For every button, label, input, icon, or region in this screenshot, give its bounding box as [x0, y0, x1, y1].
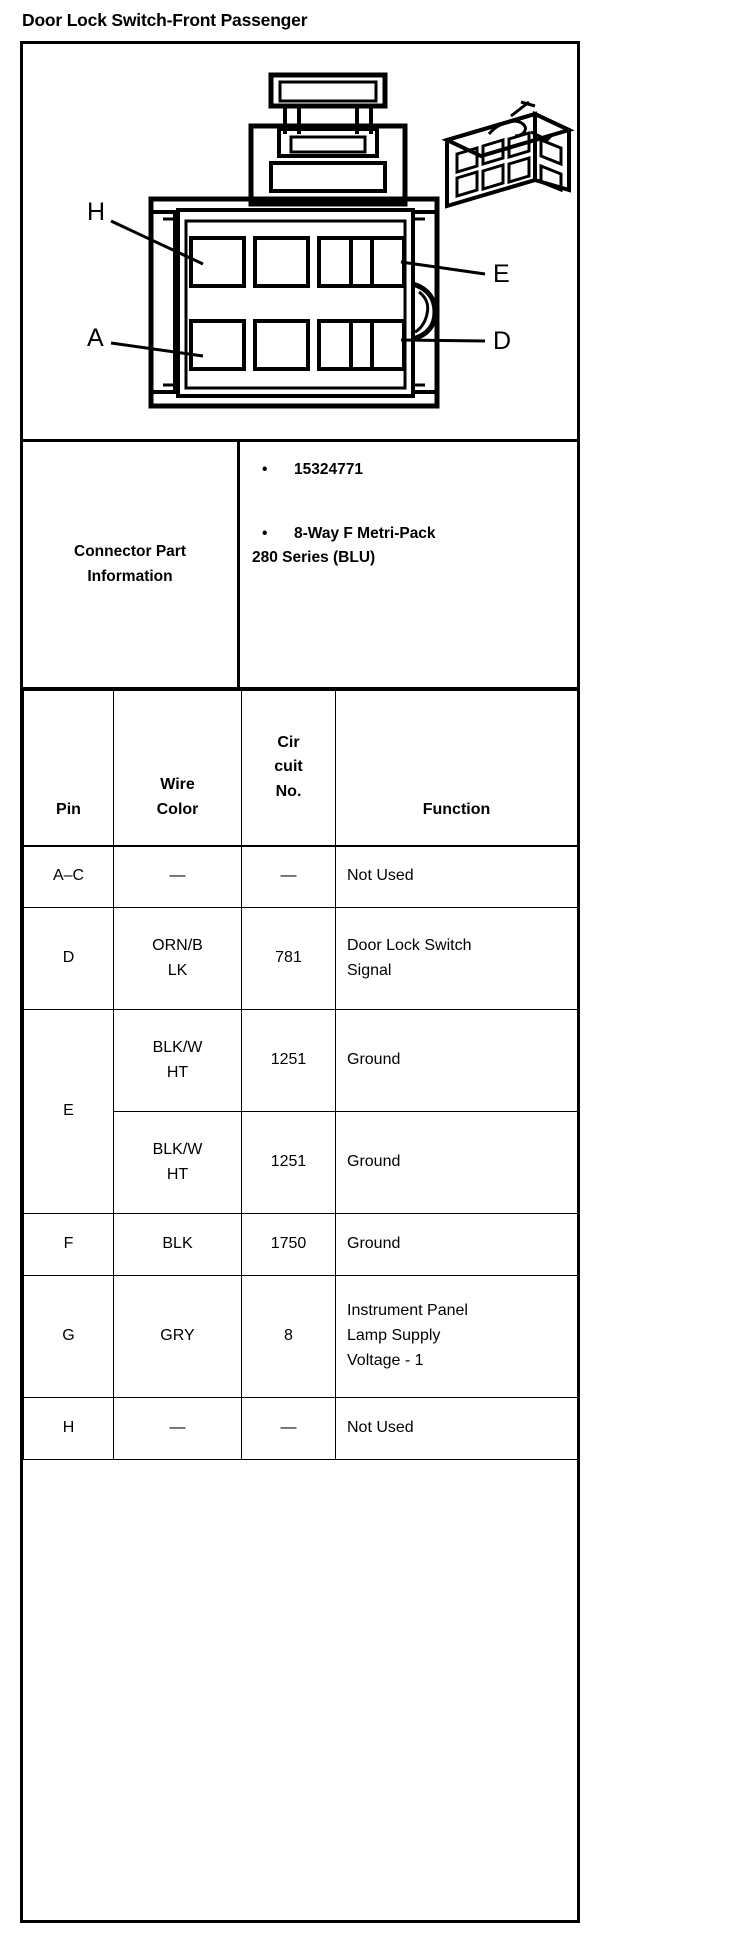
table-row: G GRY 8 Instrument Panel Lamp Supply Vol…: [23, 1275, 578, 1398]
cell-circuit-no: 1251: [241, 1111, 336, 1214]
cell-function: Door Lock Switch Signal: [335, 907, 578, 1010]
bullet-spacer: [252, 481, 567, 522]
connector-type-bullet: • 8-Way F Metri-Pack: [252, 522, 567, 545]
cell-function: Ground: [335, 1009, 578, 1112]
connector-part-information-label: Connector Part Information: [23, 442, 240, 687]
cell-function: Ground: [335, 1213, 578, 1276]
cell-wire-color: BLK/W HT: [113, 1111, 242, 1214]
table-row: E BLK/W HT 1251 Ground: [23, 1009, 578, 1214]
cell-wire-color: GRY: [113, 1275, 242, 1398]
cell-wire-color: BLK/W HT: [113, 1009, 242, 1112]
table-row: A–C — — Not Used: [23, 845, 578, 908]
cell-function: Ground: [335, 1111, 578, 1214]
cell-wire-color: BLK: [113, 1213, 242, 1276]
cell-circuit-no: 8: [241, 1275, 336, 1398]
cell-circuit-no: —: [241, 1397, 336, 1460]
table-row: F BLK 1750 Ground: [23, 1213, 578, 1276]
table-row: BLK/W HT 1251 Ground: [24, 1111, 578, 1214]
cell-circuit-no: —: [241, 845, 336, 908]
cell-pin: E: [23, 1009, 114, 1214]
cell-circuit-no: 781: [241, 907, 336, 1010]
part-info-label-line1: Connector Part: [74, 543, 186, 561]
callout-label-E: E: [493, 260, 510, 288]
cell-function: Not Used: [335, 1397, 578, 1460]
cell-pin: G: [23, 1275, 114, 1398]
cell-pin: A–C: [23, 845, 114, 908]
part-number-bullet: • 15324771: [252, 458, 567, 481]
connector-diagram-cell: H A E D: [23, 44, 577, 442]
column-header-wire-color: Wire Color: [113, 690, 242, 847]
cell-pin: H: [23, 1397, 114, 1460]
connector-part-information-row: Connector Part Information • 15324771 • …: [23, 442, 577, 690]
cell-circuit-no: 1251: [241, 1009, 336, 1112]
column-header-circuit-no: Cir cuit No.: [241, 690, 336, 847]
connector-part-information-value: • 15324771 • 8-Way F Metri-Pack 280 Seri…: [240, 442, 577, 687]
connector-type-continuation: 280 Series (BLU): [252, 548, 376, 566]
cell-wire-color: ORN/B LK: [113, 907, 242, 1010]
cell-function: Not Used: [335, 845, 578, 908]
bullet-icon: •: [262, 525, 268, 543]
callout-label-D: D: [493, 327, 511, 355]
table-row: D ORN/B LK 781 Door Lock Switch Signal: [23, 907, 578, 1010]
cell-circuit-no: 1750: [241, 1213, 336, 1276]
pin-assignment-table: Pin Wire Color Cir cuit No. Function: [23, 690, 578, 1460]
table-header-row: Pin Wire Color Cir cuit No. Function: [23, 690, 578, 847]
bullet-icon: •: [262, 461, 268, 478]
cell-pin: D: [23, 907, 114, 1010]
cell-pin: F: [23, 1213, 114, 1276]
part-info-label-line2: Information: [87, 567, 173, 585]
part-number-text: 15324771: [294, 461, 363, 478]
table-row: H — — Not Used: [23, 1397, 578, 1460]
connector-type-text: 8-Way F Metri-Pack: [294, 525, 436, 543]
column-header-function: Function: [335, 690, 578, 847]
cell-function: Instrument Panel Lamp Supply Voltage - 1: [335, 1275, 578, 1398]
connector-info-frame: H A E D Connector Part Information •: [20, 41, 580, 1923]
cell-wire-color: —: [113, 845, 242, 908]
page-title: Door Lock Switch-Front Passenger: [22, 10, 308, 30]
callout-label-A: A: [87, 324, 104, 352]
cell-wire-color: —: [113, 1397, 242, 1460]
callout-label-H: H: [87, 198, 105, 226]
column-header-pin: Pin: [23, 690, 114, 847]
connector-diagram: H A E D: [23, 44, 577, 439]
